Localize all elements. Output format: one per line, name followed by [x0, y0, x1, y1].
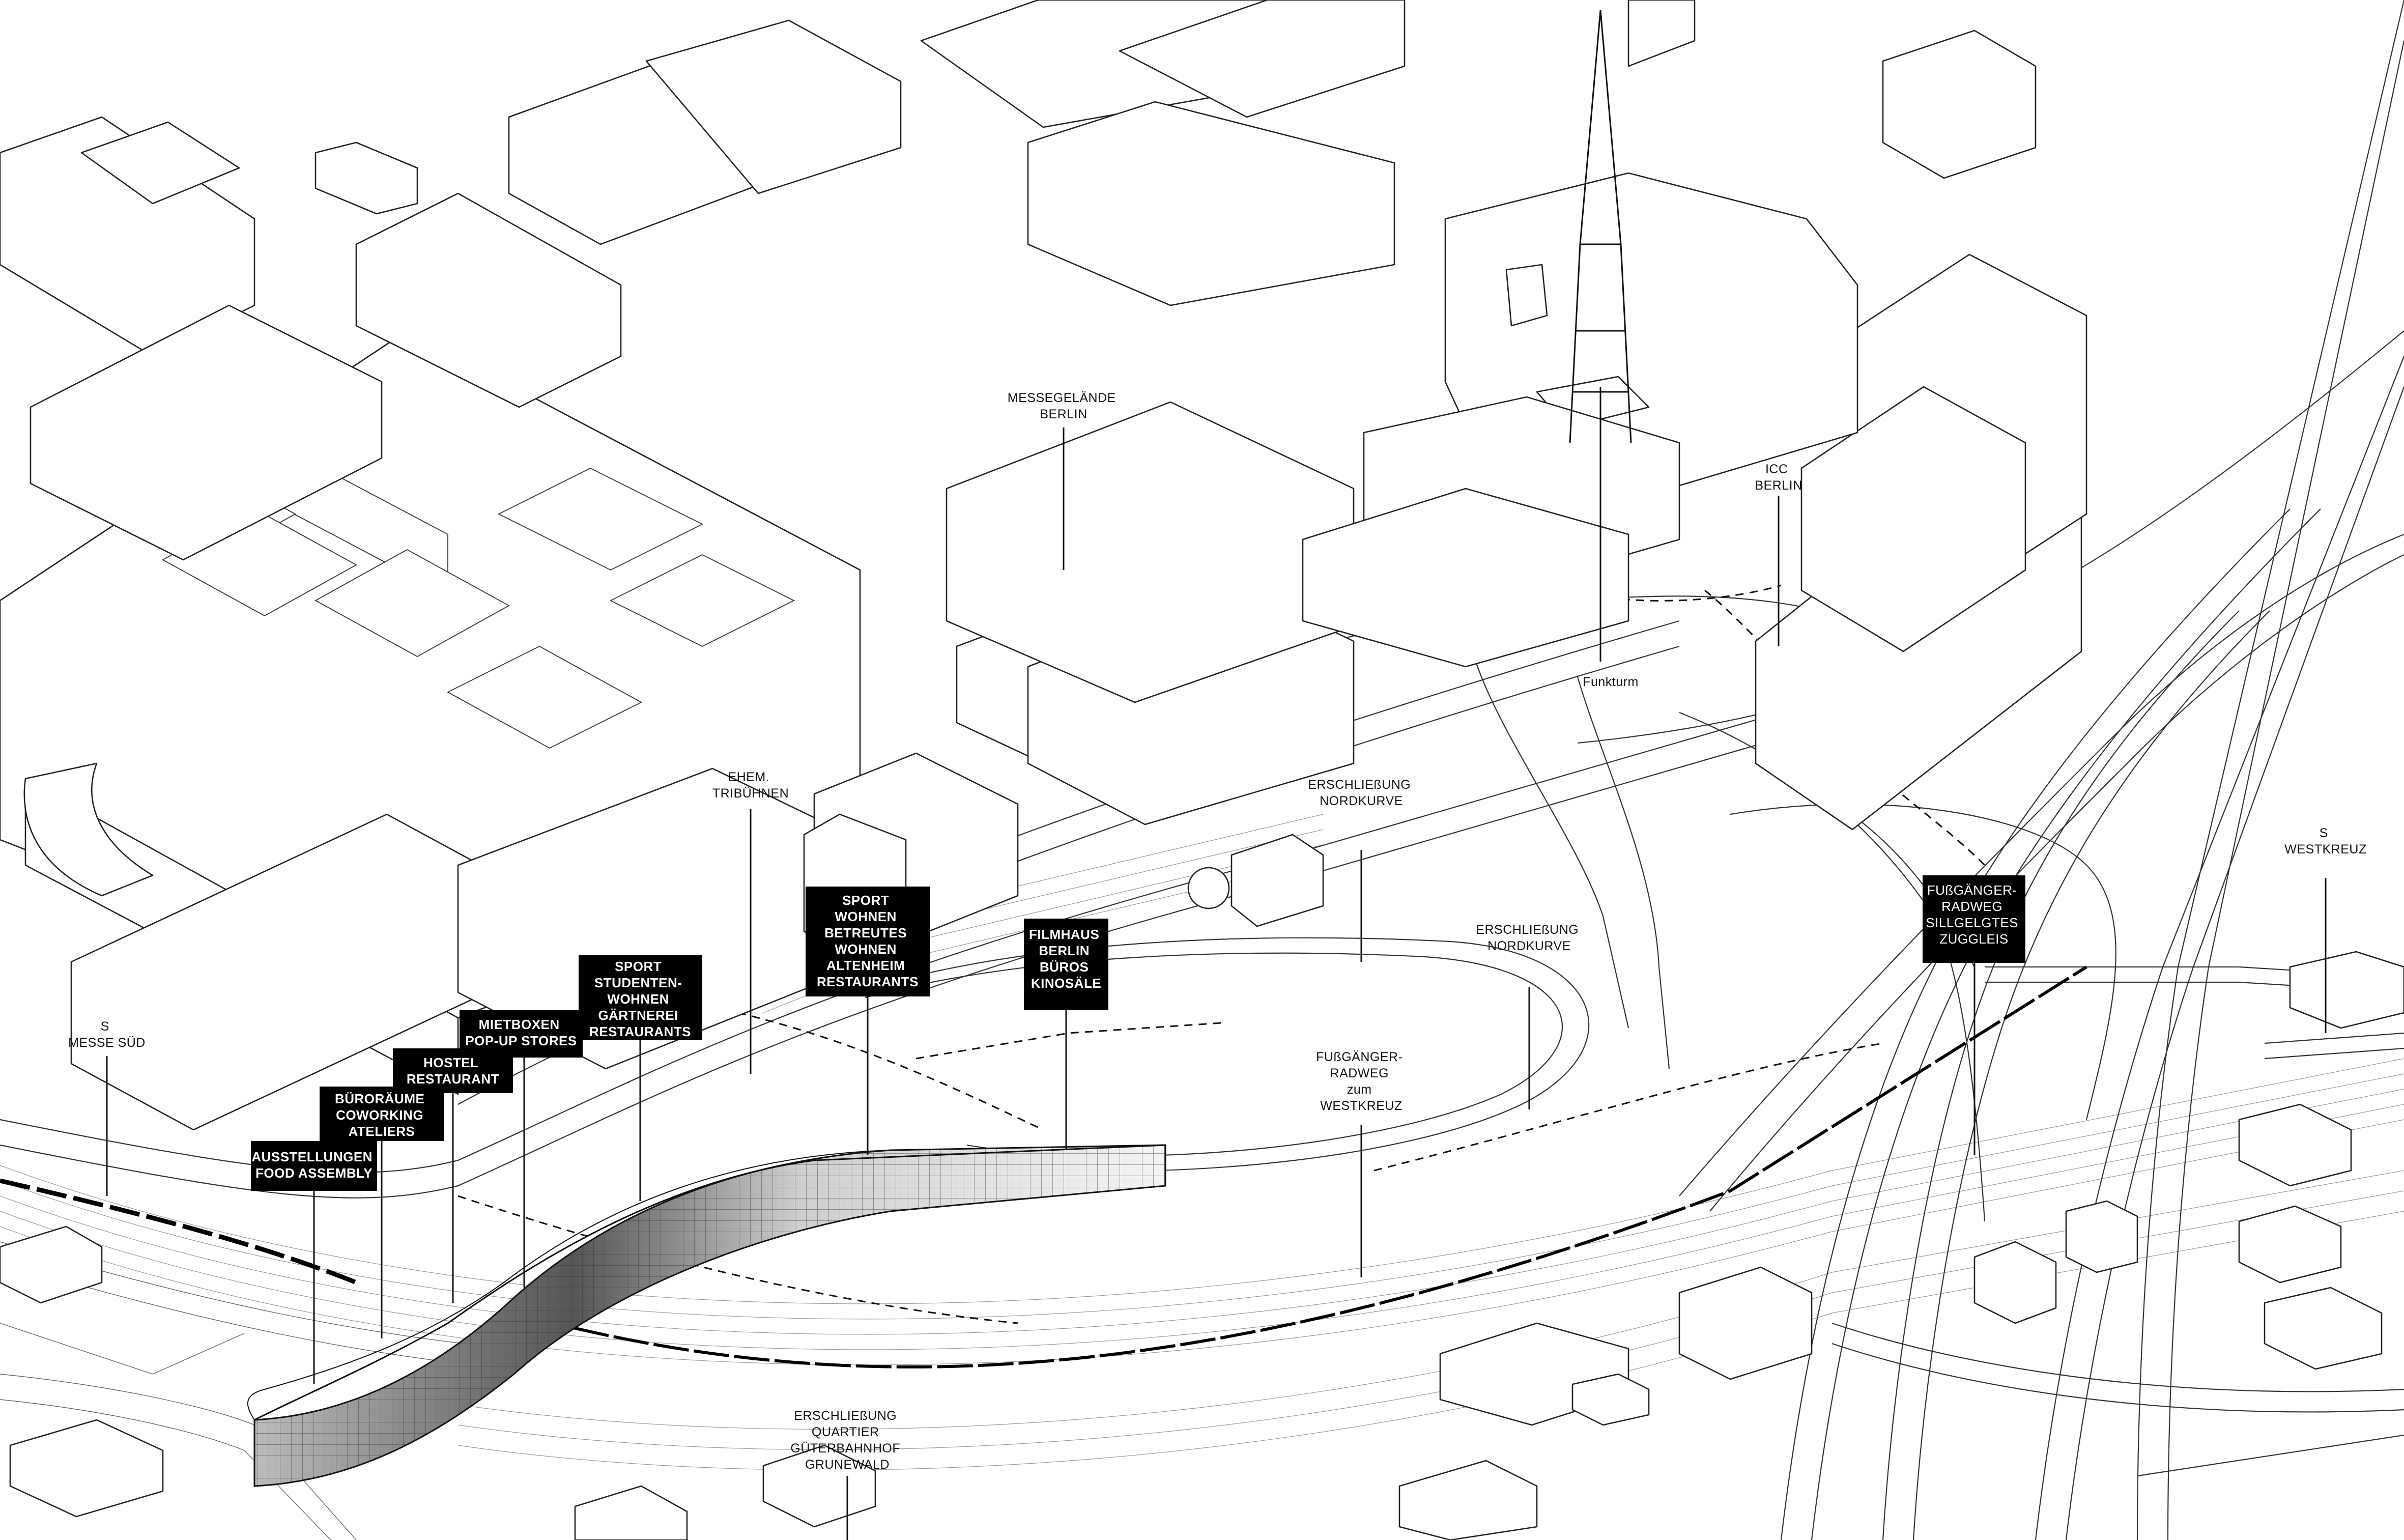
program-sport-studenten: SPORT STUDENTEN- WOHNEN GÄRTNEREI RESTAU… — [589, 959, 691, 1039]
messe-buildings — [0, 0, 2087, 1131]
program-box-bueroraeume — [320, 1087, 444, 1141]
program-box-filmhaus — [1024, 919, 1108, 1010]
program-labels: AUSSTELLUNGEN FOOD ASSEMBLY BÜRORÄUME CO… — [251, 875, 2025, 1384]
program-mietboxen: MIETBOXEN POP-UP STORES — [465, 1017, 577, 1048]
label-funkturm: Funkturm — [1583, 675, 1639, 689]
label-s-westkreuz: S WESTKREUZ — [2284, 826, 2366, 857]
program-sport-wohnen: SPORT WOHNEN BETREUTES WOHNEN ALTENHEIM … — [817, 893, 919, 989]
program-filmhaus: FILMHAUS BERLIN BÜROS KINOSÄLE — [1029, 927, 1103, 991]
program-radweg-zuggleis: FUßGÄNGER- RADWEG SILLGELGTES ZUGGLEIS — [1926, 882, 2022, 947]
label-tribuehnen: EHEM. TRIBÜHNEN — [712, 770, 789, 801]
project-building — [247, 1144, 1166, 1487]
label-erschliessung-quartier: ERSCHLIEßUNG QUARTIER GÜTERBAHNHOF GRUNE… — [790, 1409, 904, 1472]
label-messegelaende: MESSEGELÄNDE BERLIN — [1008, 391, 1120, 421]
program-ausstellungen: AUSSTELLUNGEN FOOD ASSEMBLY — [251, 1149, 376, 1181]
secondary-buildings — [0, 834, 2404, 1540]
label-radweg-westkreuz: FUßGÄNGER- RADWEG zum WESTKREUZ — [1316, 1050, 1407, 1113]
label-erschliessung-nordkurve-1: ERSCHLIEßUNG NORDKURVE — [1308, 778, 1414, 808]
program-box-radweg-zuggleis — [1923, 875, 2025, 963]
program-box-mietboxen — [460, 1010, 583, 1058]
program-box-ausstellungen — [251, 1141, 377, 1191]
label-icc-berlin: ICC BERLIN — [1755, 462, 1802, 493]
program-bueroraeume: BÜRORÄUME COWORKING ATELIERS — [335, 1091, 428, 1139]
program-box-sport-wohnen — [806, 887, 930, 996]
program-hostel: HOSTEL RESTAURANT — [407, 1055, 499, 1087]
funkturm-tower — [1569, 10, 1632, 443]
site-labels: MESSEGELÄNDE BERLIN ICC BERLIN Funkturm … — [68, 387, 2366, 1540]
program-box-sport-studenten — [579, 955, 702, 1040]
label-erschliessung-nordkurve-2: ERSCHLIEßUNG NORDKURVE — [1476, 923, 1582, 953]
label-s-messe-sued: S MESSE SÜD — [68, 1019, 146, 1050]
